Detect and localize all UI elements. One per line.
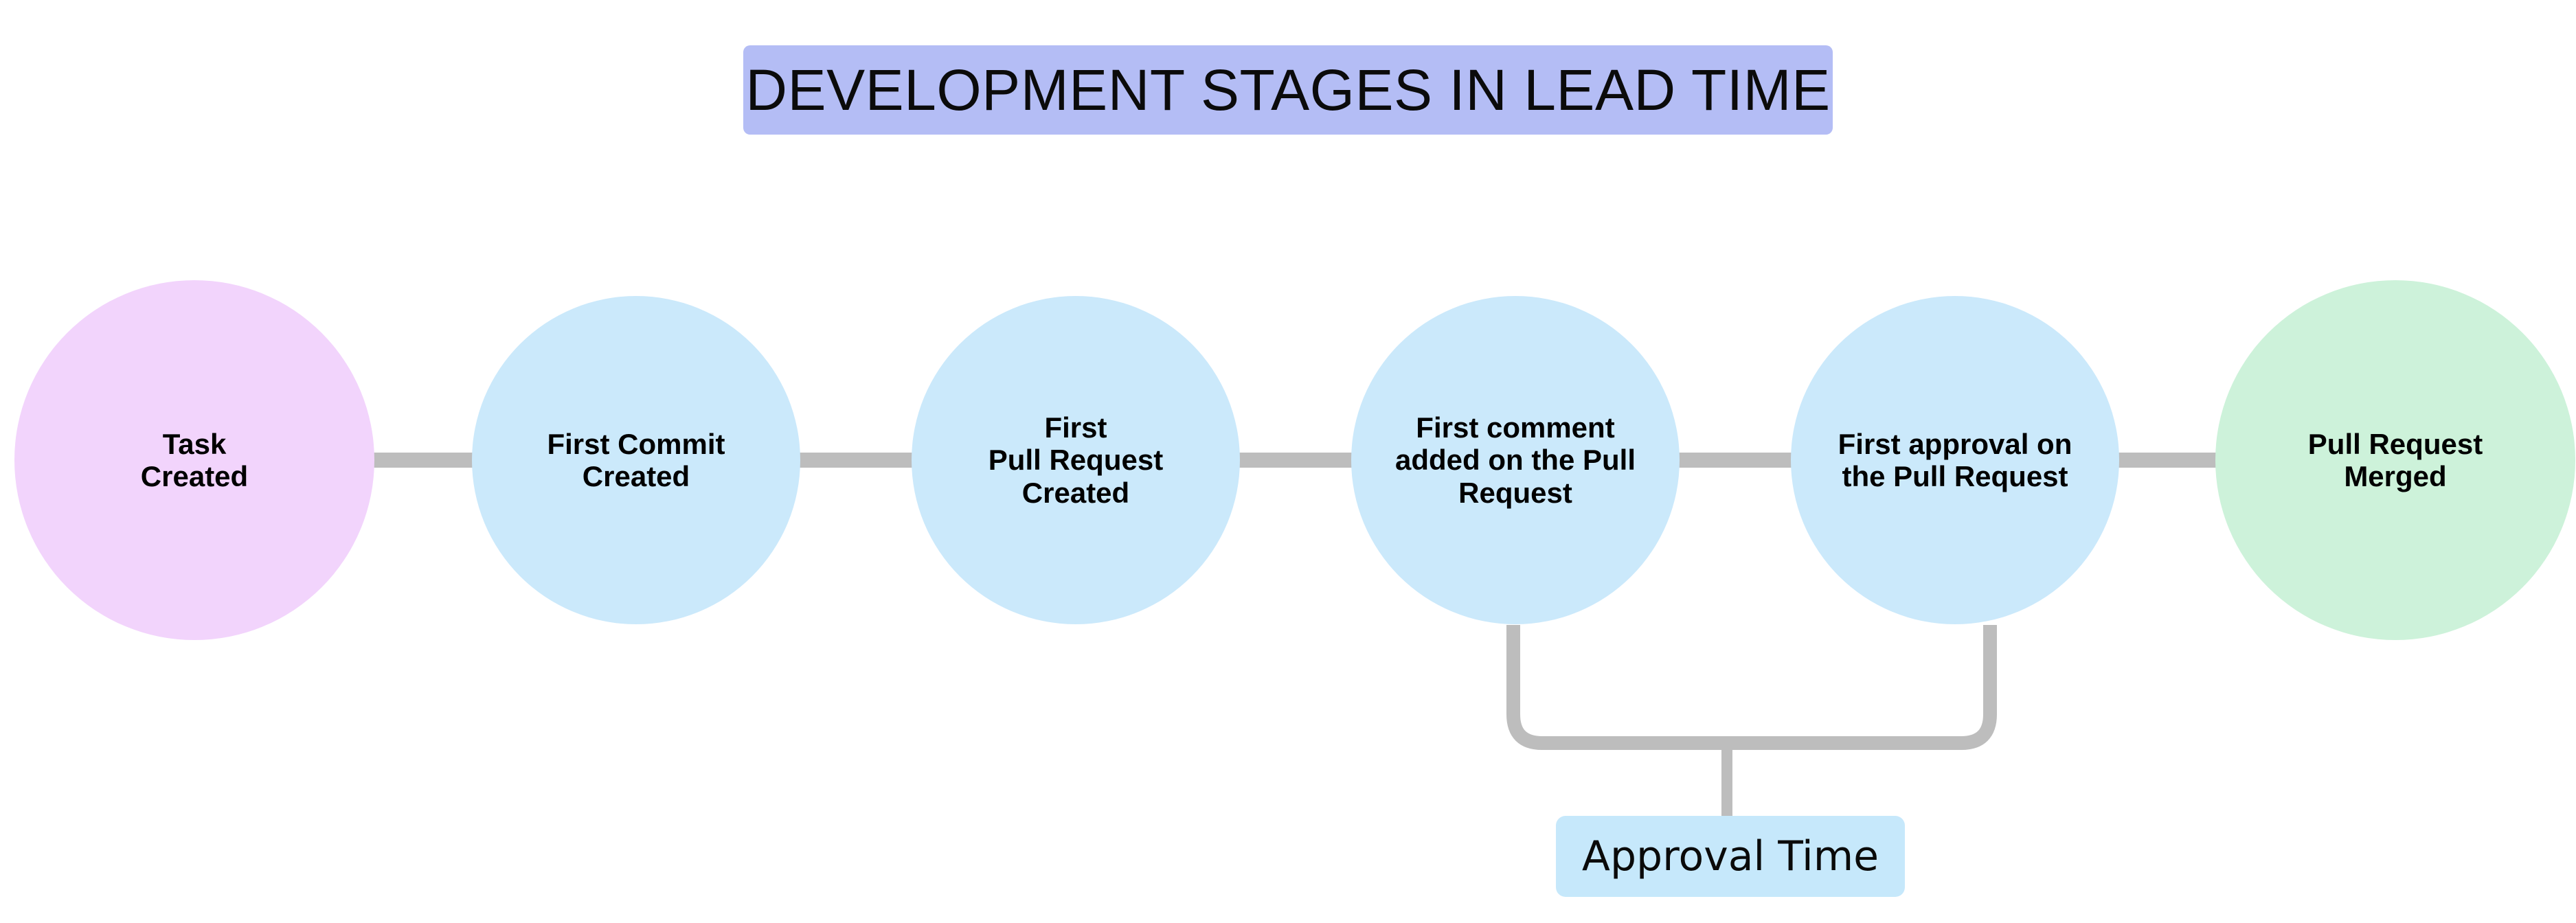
stage-label: First Commit Created (547, 427, 725, 492)
stage-node-task-created[interactable]: Task Created (14, 280, 374, 640)
page-title: DEVELOPMENT STAGES IN LEAD TIME (745, 58, 1831, 122)
connector-rail-1 (343, 453, 505, 468)
stage-label: First Pull Request Created (988, 411, 1164, 509)
stage-label: Pull Request Merged (2307, 427, 2483, 492)
stage-node-first-approval[interactable]: First approval on the Pull Request (1791, 296, 2119, 624)
stage-label: Task Created (140, 427, 249, 492)
stage-label: First approval on the Pull Request (1838, 427, 2072, 492)
approval-time-label: Approval Time (1581, 832, 1879, 880)
stage-node-first-commit-created[interactable]: First Commit Created (472, 296, 800, 624)
connector-rail-4 (1662, 453, 1824, 468)
connector-rail-2 (783, 453, 945, 468)
stage-node-first-pull-request-created[interactable]: First Pull Request Created (912, 296, 1240, 624)
stage-node-first-comment-added[interactable]: First comment added on the Pull Request (1351, 296, 1680, 624)
stage-node-pull-request-merged[interactable]: Pull Request Merged (2215, 280, 2575, 640)
approval-time-label-box[interactable]: Approval Time (1556, 816, 1905, 897)
diagram-title-banner: DEVELOPMENT STAGES IN LEAD TIME (743, 45, 1833, 135)
stage-label: First comment added on the Pull Request (1394, 411, 1636, 509)
approval-time-bracket (1506, 625, 1997, 819)
connector-rail-3 (1223, 453, 1384, 468)
